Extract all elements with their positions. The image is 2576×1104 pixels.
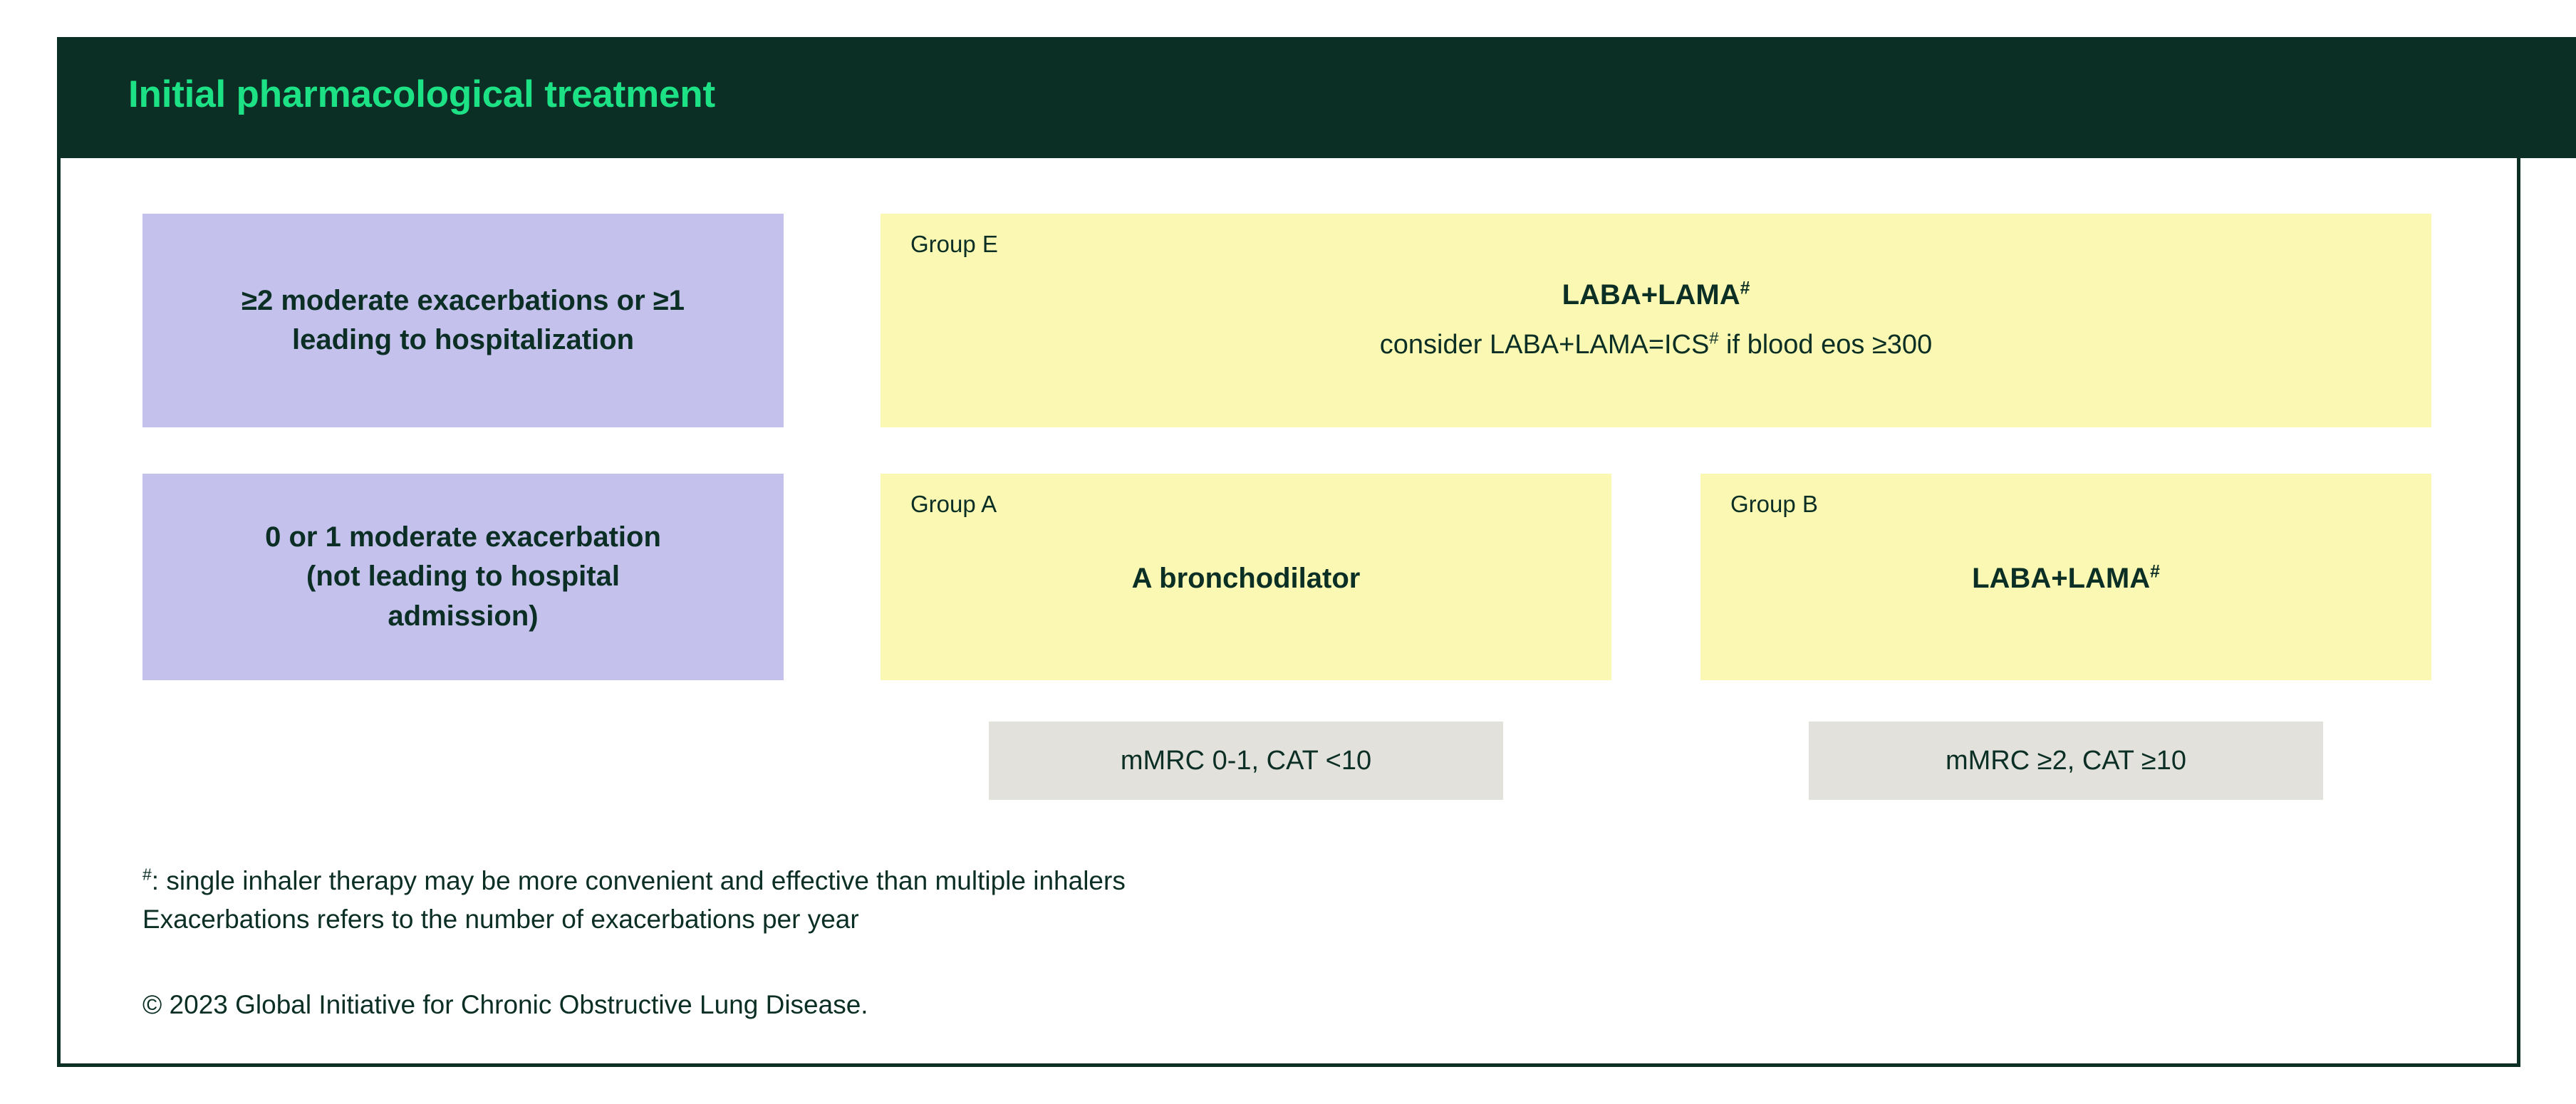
treatment-box-group-b: Group B LABA+LAMA# <box>1700 474 2431 680</box>
treatment-box-group-a: Group A A bronchodilator <box>881 474 1611 680</box>
group-label-a: Group A <box>910 491 997 517</box>
group-label-b: Group B <box>1730 491 1818 517</box>
treatment-primary-text-e: LABA+LAMA <box>1562 279 1740 311</box>
treatment-primary-group-a: A bronchodilator <box>881 563 1611 595</box>
treatment-secondary-post-e: if blood eos ≥300 <box>1718 330 1933 360</box>
group-label-e: Group E <box>910 231 998 257</box>
symptom-scale-high: mMRC ≥2, CAT ≥10 <box>1809 722 2323 800</box>
criterion-text: ≥2 moderate exacerbations or ≥1 leading … <box>242 281 685 360</box>
treatment-primary-group-e: LABA+LAMA# <box>881 279 2431 311</box>
criterion-line-3: admission) <box>388 600 539 632</box>
footnote-marker-icon: # <box>2150 562 2160 582</box>
criterion-line-1: ≥2 moderate exacerbations or ≥1 <box>242 284 685 316</box>
treatment-primary-text-a: A bronchodilator <box>1131 563 1361 594</box>
footnote-marker-icon: # <box>1740 278 1750 298</box>
criterion-line-2: (not leading to hospital <box>306 561 620 593</box>
page-title: Initial pharmacological treatment <box>128 73 715 115</box>
footnote-marker-icon: # <box>1709 328 1719 348</box>
criterion-line-2: leading to hospitalization <box>292 324 634 355</box>
footnotes: #: single inhaler therapy may be more co… <box>142 862 1126 939</box>
footnote-marker-icon: # <box>142 865 152 884</box>
footnote-line-1: #: single inhaler therapy may be more co… <box>142 862 1126 900</box>
footnote-line-1-text: : single inhaler therapy may be more con… <box>151 866 1126 895</box>
treatment-primary-group-b: LABA+LAMA# <box>1700 563 2431 595</box>
treatment-primary-text-b: LABA+LAMA <box>1972 563 2151 594</box>
criterion-text: 0 or 1 moderate exacerbation (not leadin… <box>265 518 661 636</box>
criterion-box-low-risk: 0 or 1 moderate exacerbation (not leadin… <box>142 474 784 680</box>
treatment-secondary-pre-e: consider LABA+LAMA=ICS <box>1379 330 1710 360</box>
treatment-secondary-group-e: consider LABA+LAMA=ICS# if blood eos ≥30… <box>881 330 2431 360</box>
copyright-notice: © 2023 Global Initiative for Chronic Obs… <box>142 990 868 1019</box>
criterion-box-high-risk: ≥2 moderate exacerbations or ≥1 leading … <box>142 214 784 427</box>
criterion-line-1: 0 or 1 moderate exacerbation <box>265 521 661 553</box>
symptom-scale-low: mMRC 0-1, CAT <10 <box>989 722 1503 800</box>
footnote-line-2: Exacerbations refers to the number of ex… <box>142 905 859 934</box>
figure-header-band: Initial pharmacological treatment <box>57 37 2576 158</box>
treatment-box-group-e: Group E LABA+LAMA# consider LABA+LAMA=IC… <box>881 214 2431 427</box>
